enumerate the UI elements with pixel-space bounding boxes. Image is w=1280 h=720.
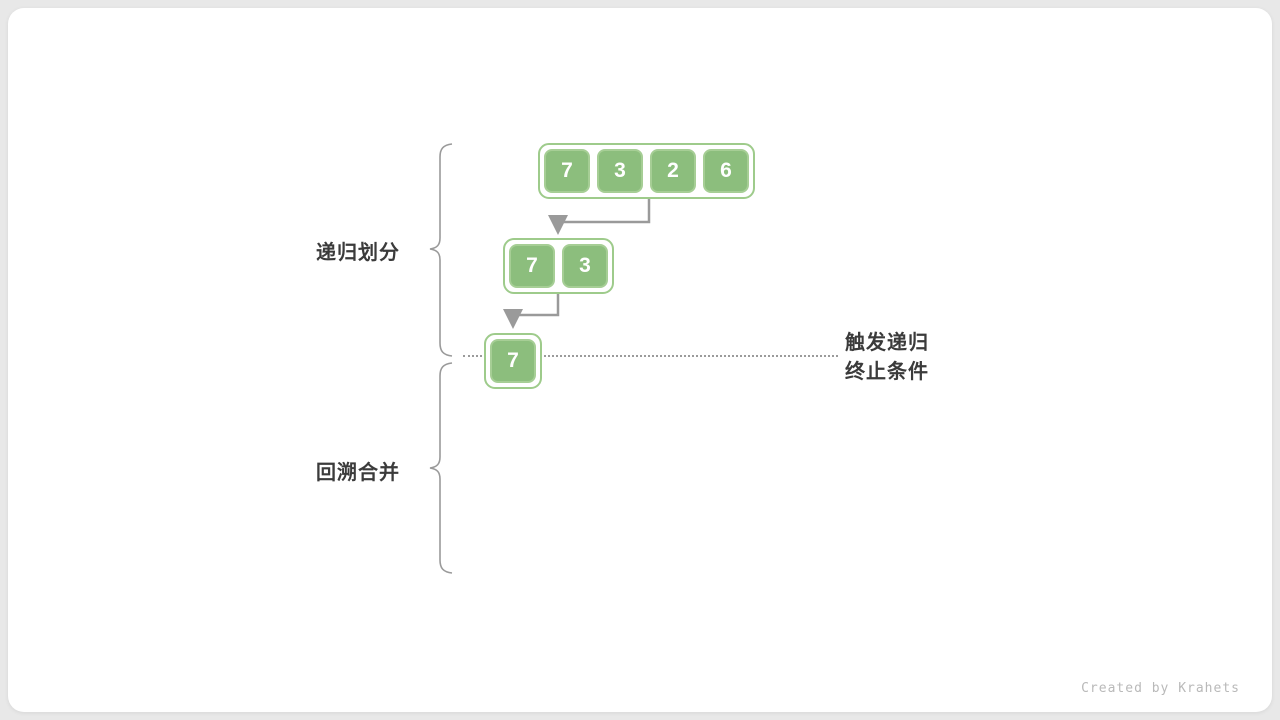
array-cell: 3 bbox=[597, 149, 643, 193]
termination-label-line2: 终止条件 bbox=[845, 361, 929, 383]
diagram-card: 递归划分 回溯合并 7 3 2 6 7 3 7 触发递归 终止条件 Create… bbox=[8, 8, 1272, 712]
array-cell: 7 bbox=[509, 244, 555, 288]
termination-label: 触发递归 终止条件 bbox=[845, 329, 929, 387]
array-level-3: 7 bbox=[484, 333, 542, 389]
brace-divide bbox=[429, 143, 453, 357]
array-cell: 7 bbox=[544, 149, 590, 193]
array-cell: 2 bbox=[650, 149, 696, 193]
arrow-level1-to-level2 bbox=[548, 197, 651, 235]
array-cell: 3 bbox=[562, 244, 608, 288]
brace-merge bbox=[429, 362, 453, 574]
array-level-1: 7 3 2 6 bbox=[538, 143, 755, 199]
braces-and-arrows-layer bbox=[429, 143, 651, 574]
label-backtrack-merge: 回溯合并 bbox=[316, 462, 400, 484]
array-level-2: 7 3 bbox=[503, 238, 614, 294]
array-cell: 7 bbox=[490, 339, 536, 383]
arrow-level2-to-level3 bbox=[503, 291, 560, 329]
termination-label-line1: 触发递归 bbox=[845, 332, 929, 354]
array-cell: 6 bbox=[703, 149, 749, 193]
watermark: Created by Krahets bbox=[1081, 681, 1240, 696]
label-recursive-divide: 递归划分 bbox=[316, 242, 400, 264]
termination-dotted-line bbox=[463, 355, 838, 357]
